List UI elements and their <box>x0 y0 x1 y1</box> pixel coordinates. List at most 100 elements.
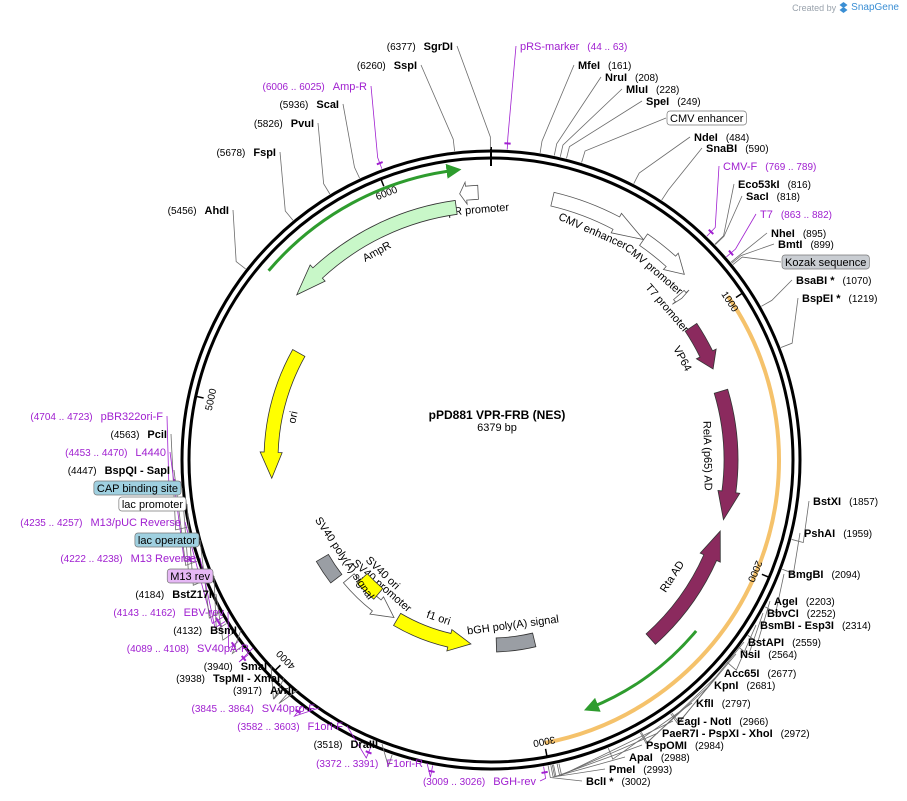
label-leader <box>381 743 393 768</box>
map-label-cmv-f[interactable]: CMV-F(769 .. 789) <box>723 161 816 173</box>
label-name: AvrII <box>270 685 294 697</box>
map-label-eagi-noti[interactable]: EagI - NotI(2966) <box>677 716 768 728</box>
label-name: SgrDI <box>424 41 453 53</box>
label-position: (6006 .. 6025) <box>263 82 325 93</box>
map-label-pspomi[interactable]: PspOMI(2984) <box>646 740 724 752</box>
map-label-sv40pro-f[interactable]: SV40pro-F(3845 .. 3864) <box>192 703 316 715</box>
map-label-nsii[interactable]: NsiI(2564) <box>740 649 797 661</box>
label-position: (3372 .. 3391) <box>316 759 378 770</box>
map-label-sspi[interactable]: SspI(6260) <box>357 60 417 72</box>
map-label-ahdi[interactable]: AhdI(5456) <box>168 205 229 217</box>
tick-label: 6000 <box>374 184 399 203</box>
map-label-saci[interactable]: SacI(818) <box>746 191 800 203</box>
map-label-pvui[interactable]: PvuI(5826) <box>254 118 314 130</box>
label-position: (1959) <box>843 529 872 540</box>
map-label-fspi[interactable]: FspI(5678) <box>216 147 276 159</box>
map-label-acc65i[interactable]: Acc65I(2677) <box>724 668 796 680</box>
feature-bgh-poly-a-signal <box>495 632 537 653</box>
map-label-m13-reverse[interactable]: M13 Reverse(4222 .. 4238) <box>60 553 196 565</box>
map-label-nhei[interactable]: NheI(895) <box>771 228 826 240</box>
map-label-cmv-enhancer[interactable]: CMV enhancer <box>666 110 747 126</box>
label-name: M13/pUC Reverse <box>91 517 181 529</box>
label-name: lac promoter <box>122 499 183 511</box>
map-label-spei[interactable]: SpeI(249) <box>646 96 701 108</box>
label-position: (2203) <box>806 597 835 608</box>
label-leader <box>227 611 239 650</box>
map-label-scai[interactable]: ScaI(5936) <box>279 99 339 111</box>
label-name: PspOMI <box>646 740 687 752</box>
label-leader <box>293 706 320 718</box>
map-label-kozak-sequence[interactable]: Kozak sequence <box>781 254 870 270</box>
map-label-amp-r[interactable]: Amp-R (6006 .. 6025) <box>263 81 368 93</box>
map-label-sgrdi[interactable]: SgrDI(6377) <box>387 41 453 53</box>
label-box <box>118 496 187 512</box>
label-leader <box>270 665 282 700</box>
map-label-ebv-rev[interactable]: EBV-rev(4143 .. 4162) <box>113 607 224 619</box>
map-label-lac-promoter[interactable]: lac promoter <box>118 496 187 512</box>
map-label-bspqi-sapi[interactable]: BspQI - SapI(4447) <box>68 465 170 477</box>
primer-site-mark <box>708 228 714 235</box>
map-label-bgh-rev[interactable]: BGH-rev(3009 .. 3026) <box>423 776 537 788</box>
label-leader <box>731 243 775 264</box>
map-label-paer7i-pspxi-xhoi[interactable]: PaeR7I - PspXI - XhoI(2972) <box>662 728 810 740</box>
map-label-bsmbi-esp3i[interactable]: BsmBI - Esp3I(2314) <box>760 620 871 632</box>
feature-f1-ori <box>392 612 472 652</box>
map-label-bmti[interactable]: BmtI(899) <box>778 239 834 251</box>
label-name: PmeI <box>609 764 635 776</box>
map-label-pbr322ori-f[interactable]: pBR322ori-F(4704 .. 4723) <box>30 411 163 423</box>
label-name: BclI * <box>586 776 614 788</box>
label-position: (863 .. 882) <box>781 210 832 221</box>
map-label-f1ori-f[interactable]: F1ori-F(3582 .. 3603) <box>237 721 343 733</box>
map-label-t7[interactable]: T7(863 .. 882) <box>760 209 832 221</box>
label-name: PaeR7I - PspXI - XhoI <box>662 728 773 740</box>
map-label-kfli[interactable]: KflI(2797) <box>696 698 751 710</box>
label-position: (228) <box>656 85 679 96</box>
map-label-pshai[interactable]: PshAI(1959) <box>804 528 872 540</box>
map-label-lac-operator[interactable]: lac operator <box>134 532 200 548</box>
map-label-bbvci[interactable]: BbvCI(2252) <box>767 608 836 620</box>
map-label-pmei[interactable]: PmeI(2993) <box>609 764 672 776</box>
map-label-bstapi[interactable]: BstAPI(2559) <box>748 637 821 649</box>
label-layer: SgrDI(6377) pRS-marker(44 .. 63) SspI(6260… <box>20 41 878 788</box>
map-label-m13-puc-reverse[interactable]: M13/pUC Reverse(4235 .. 4257) <box>20 517 181 529</box>
label-leader <box>231 629 243 655</box>
map-label-ndei[interactable]: NdeI(484) <box>694 132 749 144</box>
map-label-bsabi[interactable]: BsaBI *(1070) <box>796 275 871 287</box>
label-position: (4704 .. 4723) <box>30 412 92 423</box>
map-label-mlui[interactable]: MluI(228) <box>626 84 679 96</box>
map-label-mfei[interactable]: MfeI(161) <box>578 60 631 72</box>
feature-label: Rta AD <box>658 559 687 595</box>
map-label-agei[interactable]: AgeI(2203) <box>774 596 835 608</box>
map-label-bstz17i[interactable]: BstZ17I(4184) <box>135 589 212 601</box>
map-label-snabi[interactable]: SnaBI(590) <box>706 143 769 155</box>
map-label-nrui[interactable]: NruI(208) <box>605 72 658 84</box>
map-label-l4440[interactable]: L4440(4453 .. 4470) <box>65 447 166 459</box>
map-label-bspei[interactable]: BspEI *(1219) <box>802 293 877 305</box>
map-label-bcli[interactable]: BclI *(3002) <box>586 776 650 788</box>
label-name: BsaBI * <box>796 275 835 287</box>
map-label-smai[interactable]: SmaI(3940) <box>204 661 267 673</box>
label-position: (4563) <box>111 430 140 441</box>
map-label-sv40pa-r[interactable]: SV40pA-R(4089 .. 4108) <box>127 643 249 655</box>
map-label-eco53ki[interactable]: Eco53kI(816) <box>738 179 811 191</box>
label-name: Amp-R <box>333 81 367 93</box>
map-label-prs-marker[interactable]: pRS-marker(44 .. 63) <box>520 41 627 53</box>
feature-label: RelA (p65) AD <box>700 421 713 491</box>
map-label-pcii[interactable]: PciI(4563) <box>111 429 167 441</box>
label-leader <box>370 85 383 169</box>
map-label-avrii[interactable]: AvrII(3917) <box>233 685 294 697</box>
label-leader <box>566 100 643 159</box>
map-label-bstxi[interactable]: BstXI(1857) <box>813 496 878 508</box>
map-label-bmgbi[interactable]: BmgBI(2094) <box>788 569 860 581</box>
map-label-kpni[interactable]: KpnI(2681) <box>714 680 775 692</box>
label-name: SnaBI <box>706 143 737 155</box>
map-label-m13-rev[interactable]: M13 rev <box>166 568 214 584</box>
map-label-f1ori-r[interactable]: F1ori-R(3372 .. 3391) <box>316 758 423 770</box>
map-label-bsmi[interactable]: BsmI(4132) <box>173 625 237 637</box>
label-name: BstZ17I <box>172 589 212 601</box>
map-label-apai[interactable]: ApaI(2988) <box>629 752 690 764</box>
map-label-draiii[interactable]: DraIII(3518) <box>314 739 378 751</box>
map-label-tspmi-xmai[interactable]: TspMI - XmaI(3938) <box>176 673 280 685</box>
map-label-cap-binding-site[interactable]: CAP binding site <box>93 480 182 496</box>
